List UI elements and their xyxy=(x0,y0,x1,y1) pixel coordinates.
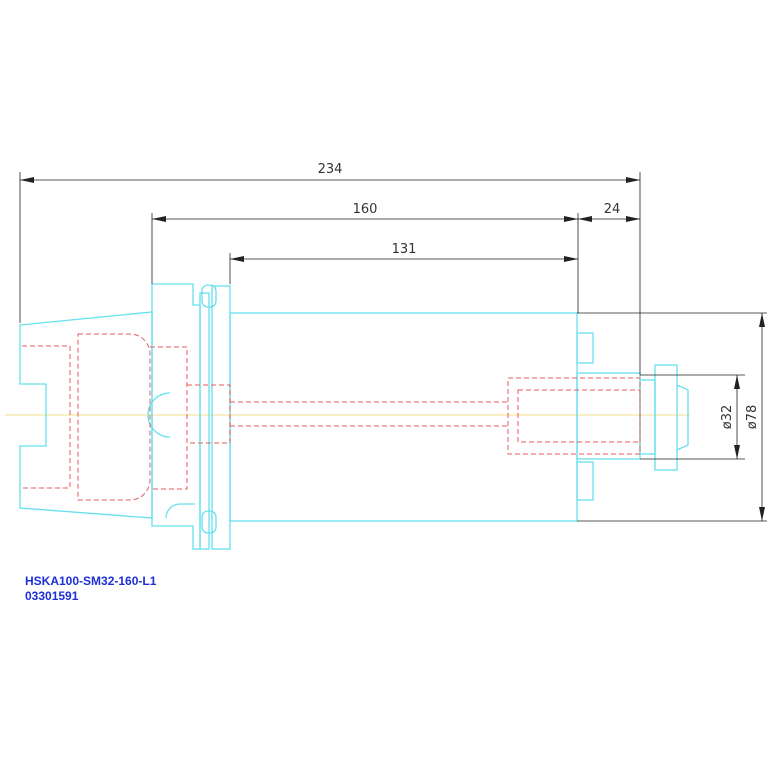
dim-body-diameter: ø78 xyxy=(745,313,765,521)
dim-gauge-length: 160 xyxy=(152,202,578,222)
nose-screw-top xyxy=(576,332,594,364)
dim-body-length: 131 xyxy=(230,242,578,262)
clamp-nut-chamfer xyxy=(676,384,689,451)
coolant-channel-hidden xyxy=(230,401,508,427)
dim-shank-diameter-text: ø32 xyxy=(720,405,735,430)
flange-bore-hidden xyxy=(150,346,188,490)
nose-collar xyxy=(576,372,641,460)
flange-outline xyxy=(151,283,201,550)
dim-body-diameter-text: ø78 xyxy=(745,405,760,430)
body-outline xyxy=(229,312,578,522)
shank-bore-hidden xyxy=(517,389,641,443)
dim-gauge-length-text: 160 xyxy=(353,202,378,217)
hsk-taper-groove xyxy=(147,392,171,438)
clamp-nut xyxy=(654,364,678,471)
coolant-tube-hidden xyxy=(186,384,231,444)
dim-body-length-text: 131 xyxy=(392,242,417,257)
dim-overall-length: 234 xyxy=(20,162,640,183)
dim-clamp-length-text: 24 xyxy=(604,202,621,217)
part-number: 03301591 xyxy=(25,589,79,603)
hsk-cavity-hidden xyxy=(77,333,151,501)
dim-overall-length-text: 234 xyxy=(318,162,343,177)
part-name: HSKA100-SM32-160-L1 xyxy=(25,574,157,588)
clamp-nut-ring xyxy=(639,379,656,455)
flange-ring-1 xyxy=(199,292,210,550)
dim-shank-diameter: ø32 xyxy=(720,375,740,459)
nose-screw-bottom xyxy=(576,461,594,501)
dim-clamp-length: 24 xyxy=(578,202,640,222)
flange-slot-top xyxy=(201,284,217,308)
hsk-taper-notch xyxy=(165,503,195,519)
hsk-bore-hidden xyxy=(22,345,71,489)
clamp-bore-hidden xyxy=(507,377,641,455)
flange-ring-2 xyxy=(211,285,231,550)
flange-slot-bottom xyxy=(201,510,217,534)
